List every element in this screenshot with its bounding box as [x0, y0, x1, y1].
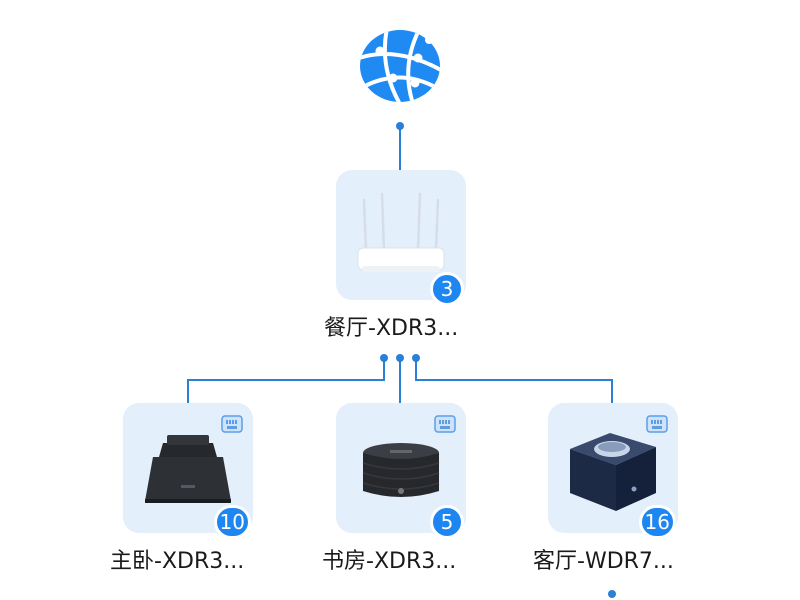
node-1-name[interactable]: 主卧-XDR3...	[110, 549, 245, 574]
main-router-name[interactable]: 餐厅-XDR3...	[324, 316, 459, 341]
main-router-client-badge: 3	[430, 272, 464, 306]
wired-port-icon	[434, 415, 456, 433]
mesh-node-card-2[interactable]: 5	[336, 403, 466, 539]
node-2-name[interactable]: 书房-XDR3...	[322, 549, 457, 574]
internet-globe-icon[interactable]	[357, 28, 443, 104]
router-icon	[362, 443, 440, 497]
node-3-client-badge: 16	[638, 505, 676, 539]
router-icon	[145, 435, 231, 503]
node-3-name[interactable]: 客厅-WDR7...	[533, 549, 674, 574]
router-icon	[357, 192, 445, 272]
mesh-node-card-3[interactable]: 16	[548, 403, 678, 539]
router-icon	[570, 433, 656, 511]
wired-port-icon	[221, 415, 243, 433]
node-2-client-badge: 5	[430, 505, 464, 539]
port-dot-2	[396, 354, 404, 362]
port-dot-3	[412, 354, 420, 362]
port-dot-1	[380, 354, 388, 362]
uplink-port-dot	[396, 122, 404, 130]
downlink-port-dot	[608, 590, 616, 598]
mesh-node-card-1[interactable]: 10	[123, 403, 253, 539]
main-router-card[interactable]: 3	[336, 170, 466, 306]
wired-port-icon	[646, 415, 668, 433]
node-1-client-badge: 10	[213, 505, 251, 539]
